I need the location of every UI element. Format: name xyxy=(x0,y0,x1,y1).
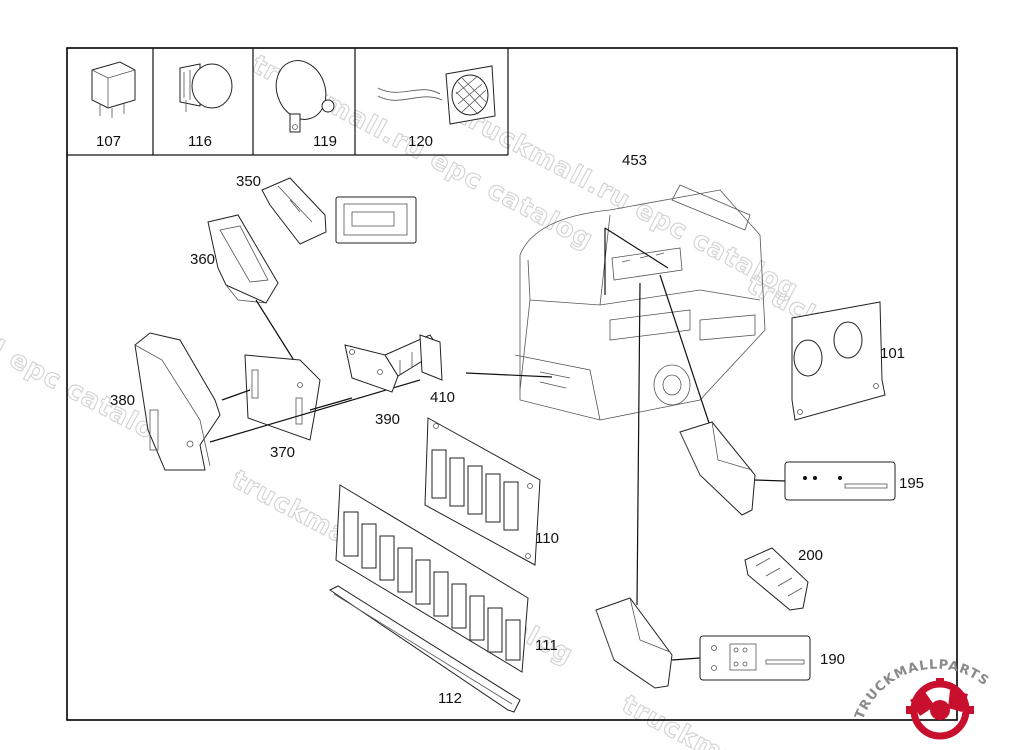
callout-200: 200 xyxy=(798,547,823,564)
plate-101[interactable] xyxy=(791,301,886,421)
callout-350: 350 xyxy=(236,173,261,190)
speaker-icon[interactable] xyxy=(377,65,496,125)
callout-390: 390 xyxy=(375,411,400,428)
callout-120: 120 xyxy=(408,133,433,150)
relay-board-111[interactable] xyxy=(335,484,529,673)
leader-line xyxy=(209,379,421,443)
housing-380[interactable] xyxy=(134,332,221,471)
callout-380: 380 xyxy=(110,392,135,409)
callout-360: 360 xyxy=(190,251,215,268)
switch-block-200[interactable] xyxy=(744,547,809,611)
panel-370[interactable] xyxy=(244,354,321,441)
callout-110: 110 xyxy=(535,530,559,547)
bracket-assembly-390[interactable] xyxy=(344,334,443,393)
callout-111: 111 xyxy=(535,637,558,654)
leader-line xyxy=(309,397,353,411)
callout-119: 119 xyxy=(313,133,337,150)
gear-logo-icon xyxy=(906,678,974,740)
callout-370: 370 xyxy=(270,444,295,461)
horn-icon[interactable] xyxy=(268,54,335,133)
relay-board-110[interactable] xyxy=(424,417,541,566)
relay-icon[interactable] xyxy=(91,61,136,118)
buzzer-icon[interactable] xyxy=(179,63,233,112)
callout-195: 195 xyxy=(899,475,924,492)
leader-line xyxy=(255,299,301,371)
leader-line xyxy=(221,389,251,401)
leader-line xyxy=(465,372,553,378)
control-module-195[interactable] xyxy=(679,421,896,516)
callout-190: 190 xyxy=(820,651,845,668)
leader-line xyxy=(671,657,701,661)
callout-410: 410 xyxy=(430,389,455,406)
callout-116: 116 xyxy=(188,133,212,150)
brand-logo: TRUCKMALLPARTS xyxy=(852,658,991,740)
inset-table: 107 116 119 120 xyxy=(67,48,509,156)
callout-112: 112 xyxy=(438,690,462,707)
callout-group-453 xyxy=(604,227,713,606)
display-unit-350[interactable] xyxy=(261,177,417,245)
control-module-190[interactable] xyxy=(595,597,811,689)
callout-453: 453 xyxy=(622,152,647,169)
bracket-360[interactable] xyxy=(207,214,279,304)
callout-107: 107 xyxy=(96,133,121,150)
din-rail-112[interactable] xyxy=(329,585,521,713)
callout-101: 101 xyxy=(880,345,905,362)
diagram-frame xyxy=(66,47,958,721)
leader-line xyxy=(754,479,786,482)
